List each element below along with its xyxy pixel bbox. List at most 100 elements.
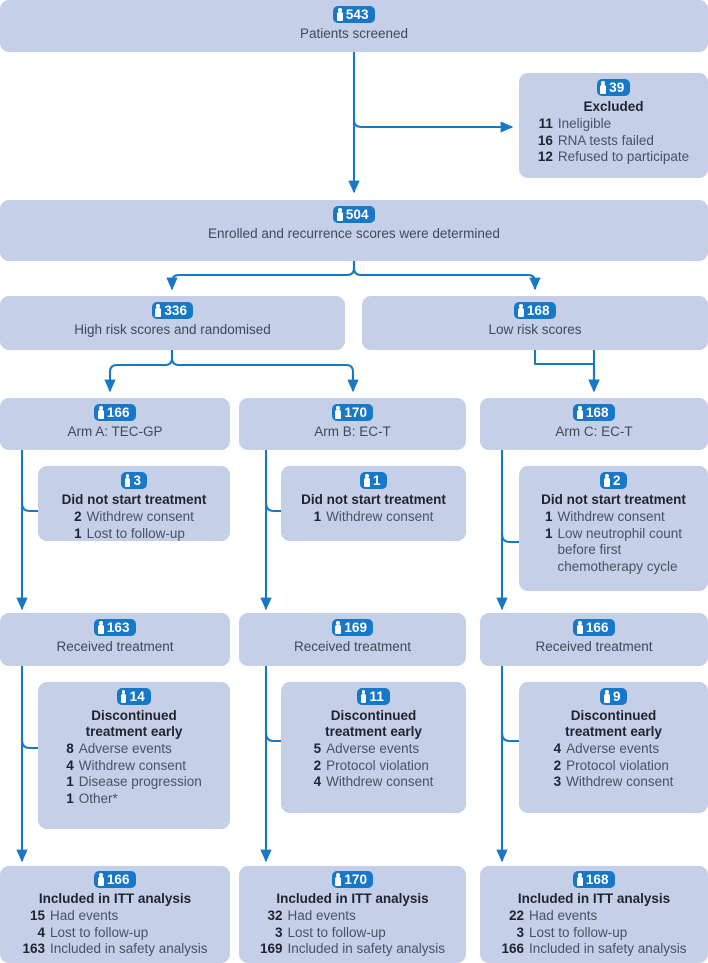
list-item-count: 163	[22, 941, 45, 956]
person-icon	[155, 304, 162, 317]
badge-discontinued-b: 11	[357, 688, 390, 705]
list-item-count: 8	[66, 741, 74, 756]
person-icon	[97, 873, 104, 886]
list-item-count: 32	[267, 908, 283, 923]
label-patients-screened: Patients screened	[299, 26, 409, 41]
list-item-label: Low neutrophil count before first chemot…	[557, 525, 683, 574]
list-item-count: 169	[259, 941, 283, 956]
list-item-count: 166	[501, 941, 524, 956]
label-arm-a: Arm A: TEC-GP	[67, 424, 163, 439]
list-item: 32 Had events	[260, 908, 445, 925]
list-item-label: Withdrew consent	[326, 509, 434, 524]
list-item-count: 3	[553, 774, 562, 789]
list-item-label: Refused to participate	[557, 149, 690, 164]
list-item-count: 2	[74, 509, 82, 524]
label-received-c: Received treatment	[535, 639, 653, 654]
list-item-count: 5	[313, 741, 322, 756]
badge-itt-b: 170	[331, 871, 374, 888]
list-item-label: Withdrew consent	[566, 774, 674, 789]
person-icon	[517, 304, 524, 317]
list-item-label: Other*	[78, 790, 118, 806]
list-item-count: 1	[74, 525, 82, 541]
list-item-count: 3	[516, 924, 524, 940]
list-item-count: 1	[313, 509, 322, 524]
list-item-label: Ineligible	[557, 116, 612, 131]
person-icon	[97, 406, 104, 419]
badge-itt-a: 166	[94, 871, 136, 888]
badge-high-risk: 336	[151, 302, 194, 319]
list-item-label: Lost to follow-up	[528, 924, 628, 940]
list-item: 12 Refused to participate	[538, 149, 689, 166]
person-icon	[97, 621, 104, 634]
list-item: 166 Included in safety analysis	[501, 941, 686, 958]
node-low-risk: 168 Low risk scores	[362, 296, 708, 350]
person-icon	[120, 690, 127, 703]
node-enrolled: 504 Enrolled and recurrence scores were …	[0, 200, 708, 261]
person-icon	[336, 8, 343, 21]
list-item-count: 4	[313, 774, 322, 789]
list-item-label: Had events	[287, 908, 356, 923]
list-item-label: Disease progression	[78, 774, 202, 789]
list-item-count: 3	[274, 924, 283, 940]
node-arm-a: 166 Arm A: TEC-GP	[0, 398, 230, 450]
list-item-label: RNA tests failed	[557, 132, 654, 148]
list-item: 4 Withdrew consent	[314, 774, 434, 791]
label-discontinued-b: Discontinued treatment early	[325, 708, 422, 739]
person-icon	[124, 474, 131, 487]
label-received-a: Received treatment	[56, 639, 174, 654]
list-item-label: Withdrew consent	[326, 774, 434, 789]
list-item-label: Adverse events	[78, 741, 172, 756]
label-discontinued-a: Discontinued treatment early	[85, 708, 183, 739]
node-patients-screened: 543 Patients screened	[0, 0, 708, 52]
person-icon	[360, 690, 367, 703]
person-icon	[603, 690, 610, 703]
list-item: 1 Withdrew consent	[314, 509, 434, 526]
node-high-risk: 336 High risk scores and randomised	[0, 296, 345, 350]
badge-itt-c: 168	[573, 871, 615, 888]
list-item-count: 16	[537, 132, 553, 148]
person-icon	[335, 621, 342, 634]
badge-arm-c: 168	[573, 404, 615, 421]
person-icon	[336, 208, 343, 221]
badge-received-c: 166	[573, 619, 615, 636]
list-item: 8 Adverse events	[66, 741, 202, 758]
label-did-not-start-b: Did not start treatment	[301, 492, 446, 507]
label-excluded: Excluded	[583, 99, 644, 114]
node-received-b: 169 Received treatment	[239, 613, 466, 666]
label-enrolled: Enrolled and recurrence scores were dete…	[208, 226, 500, 241]
list-item-label: Lost to follow-up	[287, 924, 386, 940]
label-arm-b: Arm B: EC-T	[314, 424, 391, 439]
label-high-risk: High risk scores and randomised	[74, 322, 271, 337]
person-icon	[335, 406, 342, 419]
label-did-not-start-c: Did not start treatment	[541, 492, 686, 507]
badge-did-not-start-c: 2	[600, 472, 627, 489]
list-item-count: 12	[537, 149, 553, 164]
label-itt-c: Included in ITT analysis	[517, 891, 671, 906]
list-item-label: Protocol violation	[326, 757, 429, 773]
list-item-label: Included in safety analysis	[528, 941, 687, 956]
